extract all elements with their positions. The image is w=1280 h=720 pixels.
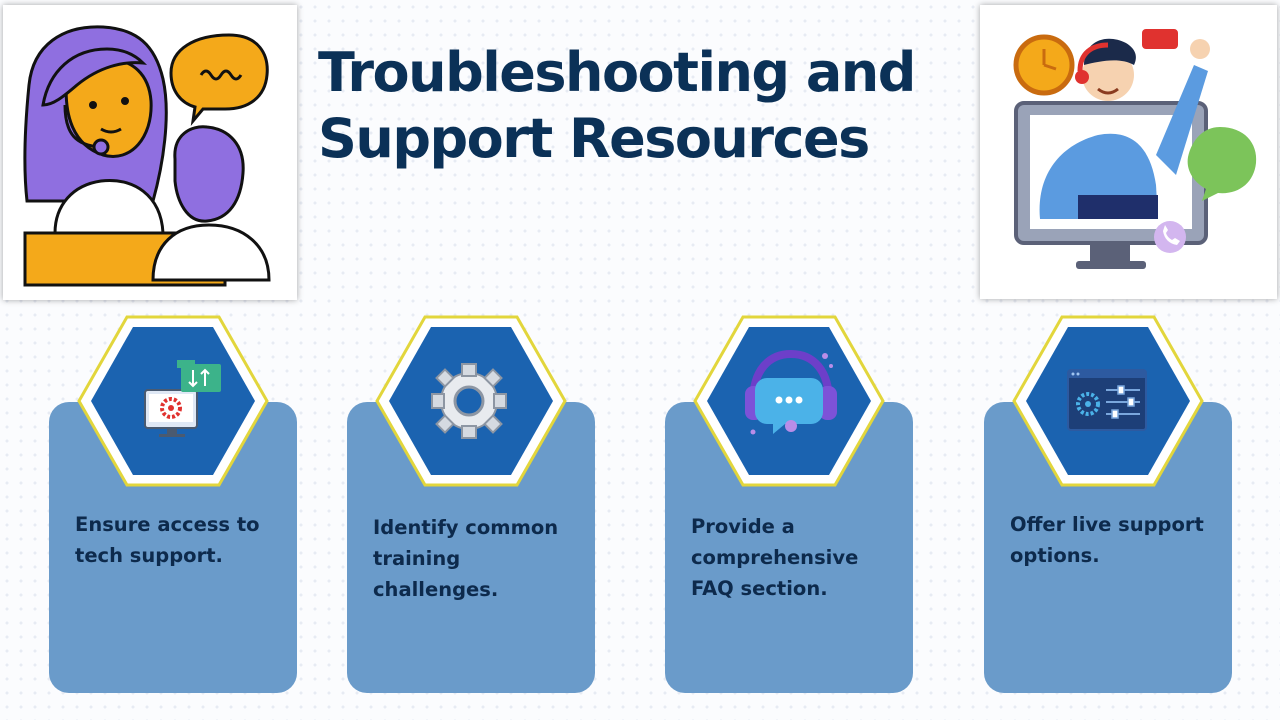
hexagon-badge: [1010, 314, 1206, 488]
gear-icon: [431, 363, 507, 439]
headset-chat-icon: [745, 349, 837, 435]
computer-settings-icon: [144, 360, 221, 437]
hexagon-badge: [691, 314, 887, 488]
hexagon-badge: [373, 314, 569, 488]
support-agent-illustration: [3, 5, 297, 300]
online-support-illustration: [980, 5, 1277, 299]
card-tech-support: Ensure access to tech support.: [49, 402, 297, 693]
settings-panel-icon: [1067, 369, 1147, 431]
slide-title: Troubleshooting and Support Resources: [318, 41, 916, 170]
card-text: Provide a comprehensive FAQ section.: [691, 515, 859, 600]
card-text: Offer live support options.: [1010, 513, 1204, 567]
card-text: Ensure access to tech support.: [75, 513, 260, 567]
hexagon-badge: [75, 314, 271, 488]
card-text: Identify common training challenges.: [373, 516, 559, 601]
